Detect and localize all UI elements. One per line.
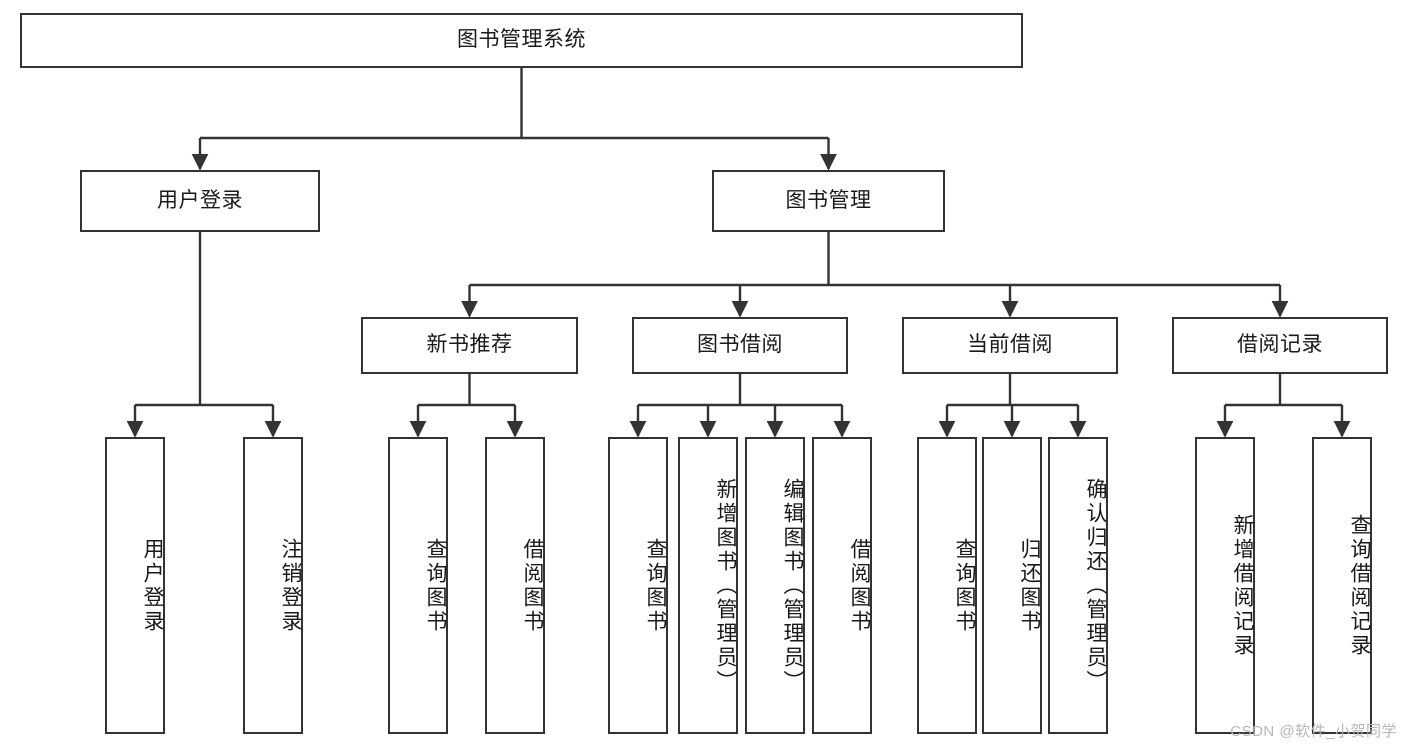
node-label: 确认归还（管理员） (1084, 477, 1107, 694)
node-leaf-nb-query[interactable]: 查询图书 (388, 437, 448, 734)
node-label: 查询图书 (424, 537, 447, 634)
edge-trunk (200, 68, 829, 140)
node-label: 查询图书 (953, 537, 976, 634)
watermark: CSDN @软件_小贺同学 (1230, 723, 1397, 740)
node-bookmgmt[interactable]: 图书管理 (712, 170, 945, 232)
edge-trunk (418, 374, 515, 407)
node-label: 借阅图书 (521, 537, 544, 634)
node-leaf-bk-edit[interactable]: 编辑图书（管理员） (745, 437, 805, 734)
node-newbook[interactable]: 新书推荐 (361, 317, 578, 374)
node-current[interactable]: 当前借阅 (902, 317, 1118, 374)
node-label: 新增图书（管理员） (714, 477, 737, 694)
node-label: 用户登录 (157, 188, 243, 212)
edge-trunk (638, 374, 842, 407)
node-leaf-bk-borrow[interactable]: 借阅图书 (812, 437, 872, 734)
node-leaf-cur-query[interactable]: 查询图书 (917, 437, 977, 734)
node-login[interactable]: 用户登录 (80, 170, 320, 232)
node-label: 借阅图书 (848, 537, 871, 634)
node-label: 图书管理系统 (457, 28, 586, 52)
node-leaf-bk-query[interactable]: 查询图书 (608, 437, 668, 734)
node-label: 图书借阅 (697, 333, 783, 357)
node-label: 当前借阅 (967, 333, 1053, 357)
node-root[interactable]: 图书管理系统 (20, 13, 1023, 68)
node-label: 借阅记录 (1237, 333, 1323, 357)
node-label: 查询图书 (644, 537, 667, 634)
node-records[interactable]: 借阅记录 (1172, 317, 1388, 374)
node-leaf-user-logout[interactable]: 注销登录 (243, 437, 303, 734)
node-leaf-cur-confirm[interactable]: 确认归还（管理员） (1048, 437, 1108, 734)
edge-trunk (469, 232, 1280, 287)
node-label: 查询借阅记录 (1348, 513, 1371, 658)
node-leaf-bk-add[interactable]: 新增图书（管理员） (678, 437, 738, 734)
node-label: 归还图书 (1018, 537, 1041, 634)
edge-trunk (1225, 374, 1342, 407)
node-leaf-nb-borrow[interactable]: 借阅图书 (485, 437, 545, 734)
node-leaf-user-login[interactable]: 用户登录 (105, 437, 165, 734)
node-borrow[interactable]: 图书借阅 (632, 317, 848, 374)
node-label: 新增借阅记录 (1231, 513, 1254, 658)
node-label: 用户登录 (141, 537, 164, 634)
node-label: 注销登录 (279, 537, 302, 634)
node-leaf-rec-add[interactable]: 新增借阅记录 (1195, 437, 1255, 734)
node-label: 新书推荐 (426, 333, 513, 357)
node-leaf-cur-return[interactable]: 归还图书 (982, 437, 1042, 734)
node-label: 编辑图书（管理员） (781, 477, 804, 694)
node-label: 图书管理 (785, 188, 872, 212)
node-leaf-rec-query[interactable]: 查询借阅记录 (1312, 437, 1372, 734)
edge-trunk (135, 232, 273, 407)
edge-trunk (947, 374, 1078, 407)
